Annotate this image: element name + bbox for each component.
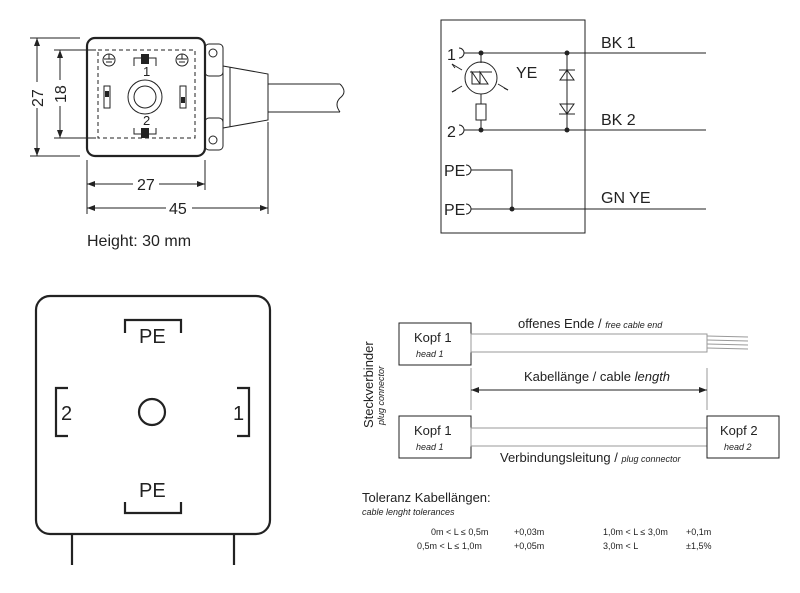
pe-bottom-bracket [123,502,183,515]
schematic-pin-2: 2 [447,124,456,141]
pin-1-contact [133,54,157,66]
pin-2-contact [133,128,157,138]
tolerance-value: +0,05m [514,541,544,551]
tolerance-value: ±1,5% [686,541,711,551]
free-end-label: offenes Ende / free cable end [518,316,663,331]
head1-top-label: Kopf 1 [414,330,452,345]
face-pin-right: 1 [233,403,244,425]
cable-break [336,83,345,113]
mounting-ear-bottom [204,117,224,151]
pin-1-label: 1 [143,64,150,79]
tolerance-value: +0,03m [514,527,544,537]
wire-label-bk1: BK 1 [601,35,636,52]
tolerance-subtitle: cable lenght tolerances [362,507,455,517]
mounting-ear-top [204,43,224,77]
face-pin-left: 2 [61,403,72,425]
cable-diagram: Steckverbinder plug connector Kopf 1 hea… [361,316,780,551]
side-label-de: Steckverbinder [361,341,376,428]
mounting-hole-bottom [208,135,218,145]
earth-icon [102,53,116,67]
side-contact-right [179,85,187,109]
pin-right-bracket [237,386,251,438]
head1-bottom-label-en: head 1 [416,442,444,452]
tolerance-range: 1,0m < L ≤ 3,0m [603,527,668,537]
led-icon [464,61,498,95]
led-color-label: YE [516,65,537,82]
tolerance-value: +0,1m [686,527,711,537]
pin-left-bracket [54,386,68,438]
earth-icon [175,53,189,67]
side-contact-left [103,85,111,109]
wiring-schematic: 1 2 YE PE PE B [440,19,706,234]
tolerance-title: Toleranz Kabellängen: [362,490,491,505]
schematic-pe-top: PE [444,163,465,180]
schematic-pin-1: 1 [447,47,456,64]
side-label-en: plug connector [376,365,386,426]
wire-label-bk2: BK 2 [601,112,636,129]
schematic-box [440,19,586,234]
head2-label-en: head 2 [724,442,752,452]
tolerance-range: 0m < L ≤ 0,5m [431,527,488,537]
head1-top-label-en: head 1 [416,349,444,359]
tolerance-range: 0,5m < L ≤ 1,0m [417,541,482,551]
cable-gland [222,65,269,129]
free-cable-wires [706,335,749,350]
center-hole [133,85,157,109]
connector-cable [470,427,708,447]
head1-bottom-label: Kopf 1 [414,423,452,438]
dim-height-27: 27 [30,89,47,107]
resistor-icon [475,103,487,121]
height-note: Height: 30 mm [87,233,191,250]
dim-width-45: 45 [169,201,187,218]
center-ring [127,79,163,115]
connector-body [85,36,207,158]
diode-icon [559,69,575,81]
head2-label: Kopf 2 [720,423,758,438]
tolerance-range: 3,0m < L [603,541,638,551]
plug-connector-label: Verbindungsleitung / plug connector [500,450,681,465]
schematic-pe-bottom: PE [444,202,465,219]
pe-bridge [471,169,513,209]
connector-outline-view: 1 2 27 18 27 [26,36,345,250]
dim-width-27: 27 [137,177,155,194]
diode-icon [559,103,575,115]
face-center-hole [137,397,167,427]
head2-box [706,415,780,459]
pe-top-bracket [123,318,183,333]
connector-face-view: PE 2 1 PE [34,294,272,565]
wire-label-gnye: GN YE [601,190,651,207]
face-pe-top: PE [139,326,166,348]
face-body [34,294,272,536]
face-pe-bottom: PE [139,480,166,502]
pin-2-label: 2 [143,113,150,128]
free-cable [470,333,708,353]
length-label: Kabellänge / cable length [524,369,670,384]
dim-inner-18: 18 [53,85,70,103]
mounting-hole-top [208,48,218,58]
